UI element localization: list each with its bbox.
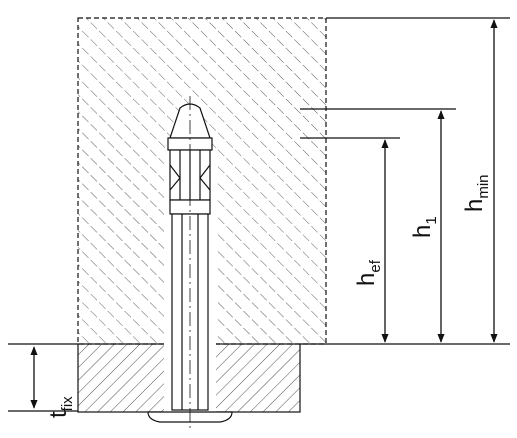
h-ef-label: h (353, 273, 380, 286)
svg-text:h1: h1 (409, 216, 440, 238)
h-min-subscript: min (475, 174, 492, 198)
t-fix-label: t (45, 411, 72, 418)
dimension-h-1: h1 (409, 110, 445, 343)
svg-text:hef: hef (353, 259, 384, 286)
h-1-subscript: 1 (423, 216, 440, 224)
dimension-h-min: hmin (461, 19, 498, 343)
svg-text:tfix: tfix (45, 396, 76, 418)
h-min-label: h (461, 199, 488, 212)
anchor (147, 103, 233, 423)
dimension-h-ef: hef (353, 139, 389, 343)
t-fix-subscript: fix (59, 396, 76, 412)
svg-text:hmin: hmin (461, 174, 492, 212)
h-ef-subscript: ef (367, 259, 384, 272)
extension-lines (8, 17, 510, 412)
dimension-t-fix: tfix (30, 346, 76, 418)
h-1-label: h (409, 225, 436, 238)
